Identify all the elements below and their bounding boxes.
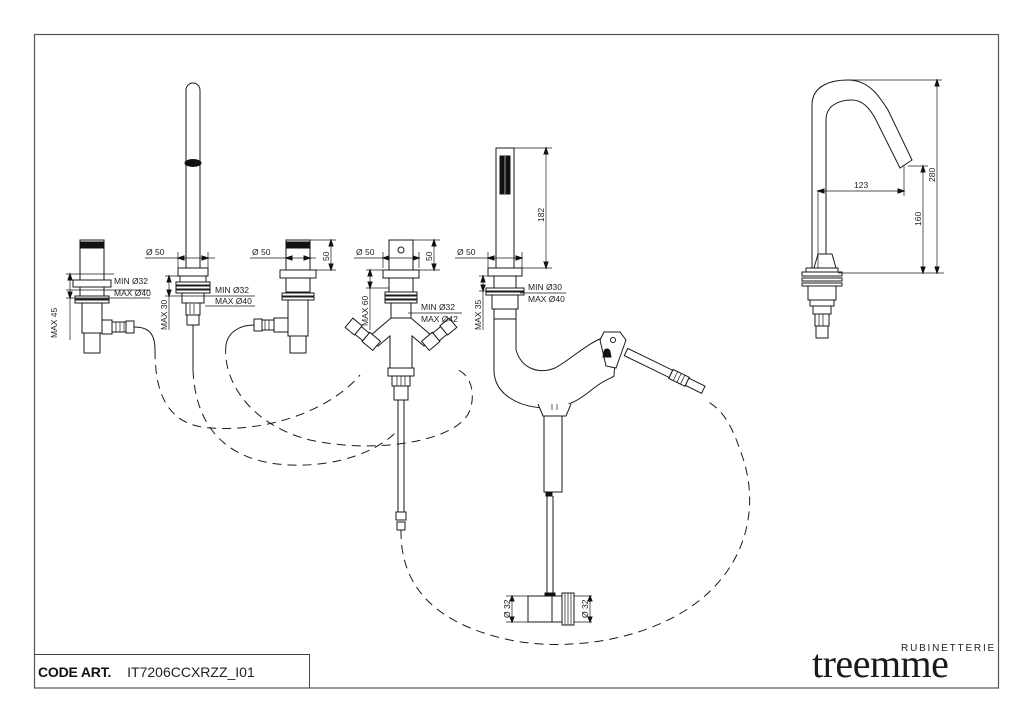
holder-height-label: MAX 30 (159, 299, 169, 330)
spout-total-height-label: 280 (927, 168, 937, 182)
hand-shower-holder (175, 82, 211, 326)
right-handle-dimensions: Ø 50 50 (250, 238, 336, 272)
code-art-label: CODE ART. (38, 663, 112, 680)
holder-diameter-label: Ø 50 (146, 247, 165, 257)
right-handle-diameter-label: Ø 50 (252, 247, 271, 257)
hand-shower-diameter-label: Ø 50 (457, 247, 476, 257)
left-handle-height-label: MAX 45 (49, 307, 59, 338)
holder-min-label: MIN Ø32 (215, 285, 249, 295)
left-handle-dimensions: MIN Ø32 MAX Ø40 MAX 45 (49, 272, 151, 340)
diverter-diameter-label: Ø 50 (356, 247, 375, 257)
title-block: CODE ART. IT7206CCXRZZ_I01 (34, 654, 310, 688)
connection-hoses (133, 324, 751, 645)
hand-shower-min-label: MIN Ø30 (528, 282, 562, 292)
hand-shower-max-label: MAX Ø40 (528, 294, 565, 304)
brand-logo: treemme RUBINETTERIE (812, 640, 998, 686)
hand-shower-length-label: 182 (536, 208, 546, 222)
bottom-valve (527, 592, 575, 626)
valve-left-diameter-label: Ø 32 (502, 599, 512, 618)
holder-max-label: MAX Ø40 (215, 296, 252, 306)
brand-subtitle: RUBINETTERIE (901, 643, 996, 654)
drawing-frame (33, 33, 1000, 689)
left-handle-valve (72, 239, 135, 354)
hand-shower-dimensions: 182 Ø 50 MIN Ø30 MAX Ø40 MAX 35 Ø 32 Ø 3… (455, 146, 593, 624)
left-handle-max-label: MAX Ø40 (114, 288, 151, 298)
diverter-min-label: MIN Ø32 (421, 302, 455, 312)
diverter-valve (344, 239, 458, 531)
left-handle-min-label: MIN Ø32 (114, 276, 148, 286)
hand-shower-depth-label: MAX 35 (473, 299, 483, 330)
hand-shower-holder-dimensions: Ø 50 MIN Ø32 MAX Ø40 MAX 30 (145, 247, 255, 330)
code-art-value: IT7206CCXRZZ_I01 (127, 663, 255, 680)
diverter-max-label: MAX Ø42 (421, 314, 458, 324)
spout-outlet-height-label: 160 (913, 212, 923, 226)
shower-nozzle-grid (499, 155, 511, 195)
spout (801, 79, 913, 339)
diverter-height-label: 50 (424, 251, 434, 261)
right-handle-valve (253, 239, 317, 354)
spout-reach-label: 123 (854, 180, 868, 190)
valve-right-diameter-label: Ø 32 (580, 599, 590, 618)
diverter-dimensions: Ø 50 50 MAX 60 MIN Ø32 MAX Ø42 (354, 238, 462, 330)
spout-dimensions: 123 160 280 (816, 78, 944, 275)
hand-shower (485, 147, 706, 594)
right-handle-height-label: 50 (321, 251, 331, 261)
brand-name: treemme (812, 641, 949, 686)
diverter-depth-label: MAX 60 (360, 295, 370, 326)
